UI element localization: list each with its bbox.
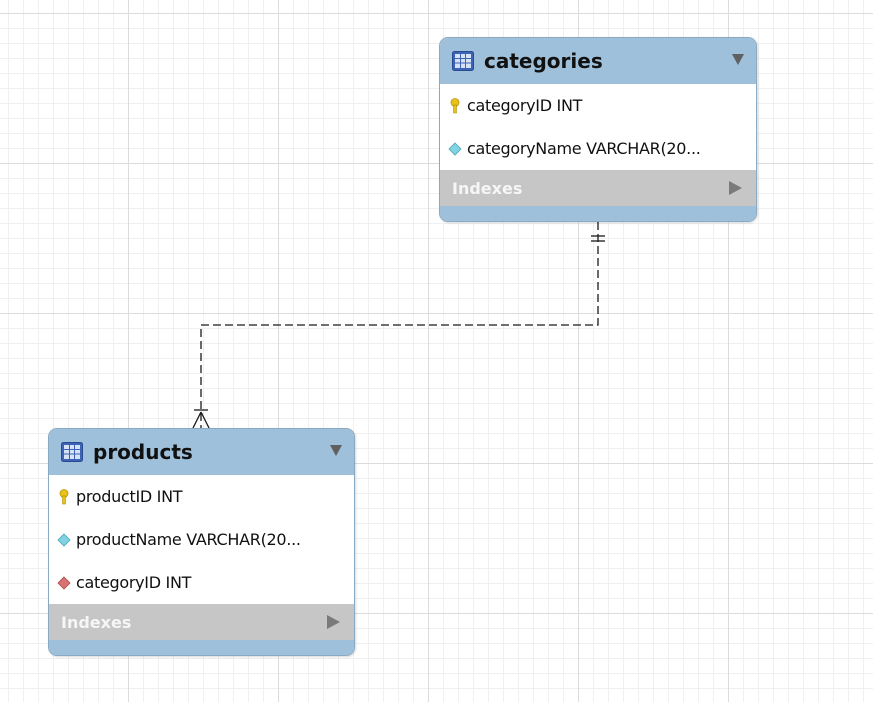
expand-arrow-icon[interactable] — [327, 615, 340, 629]
table-title: products — [93, 440, 193, 464]
collapse-arrow-icon[interactable] — [330, 445, 342, 456]
table-icon — [452, 51, 474, 71]
indexes-label: Indexes — [452, 178, 523, 198]
column-row[interactable]: productID INT — [49, 475, 354, 518]
table-footer — [440, 206, 756, 221]
column-name: categoryID INT — [467, 96, 583, 115]
column-list: productID INT productName VARCHAR(20... … — [49, 475, 354, 604]
primary-key-icon — [59, 488, 69, 504]
column-row[interactable]: categoryName VARCHAR(20... — [440, 127, 756, 170]
indexes-label: Indexes — [61, 612, 132, 632]
column-icon — [448, 141, 462, 156]
column-name: categoryName VARCHAR(20... — [467, 139, 701, 158]
table-title: categories — [484, 49, 603, 73]
column-list: categoryID INT categoryName VARCHAR(20..… — [440, 84, 756, 170]
column-icon — [57, 532, 71, 547]
table-header[interactable]: products — [49, 429, 354, 475]
column-name: categoryID INT — [76, 573, 192, 592]
collapse-arrow-icon[interactable] — [732, 54, 744, 65]
column-row[interactable]: productName VARCHAR(20... — [49, 518, 354, 561]
expand-arrow-icon[interactable] — [729, 181, 742, 195]
column-name: productID INT — [76, 487, 183, 506]
table-header[interactable]: categories — [440, 38, 756, 84]
table-icon — [61, 442, 83, 462]
relationship-line — [200, 222, 599, 428]
table-products[interactable]: products productID INT productName VARCH… — [48, 428, 355, 656]
table-categories[interactable]: categories categoryID INT categoryName V… — [439, 37, 757, 222]
column-row[interactable]: categoryID INT — [440, 84, 756, 127]
indexes-section[interactable]: Indexes — [440, 170, 756, 206]
foreign-key-icon — [57, 575, 71, 590]
column-row[interactable]: categoryID INT — [49, 561, 354, 604]
primary-key-icon — [450, 97, 460, 113]
indexes-section[interactable]: Indexes — [49, 604, 354, 640]
table-footer — [49, 640, 354, 655]
column-name: productName VARCHAR(20... — [76, 530, 301, 549]
